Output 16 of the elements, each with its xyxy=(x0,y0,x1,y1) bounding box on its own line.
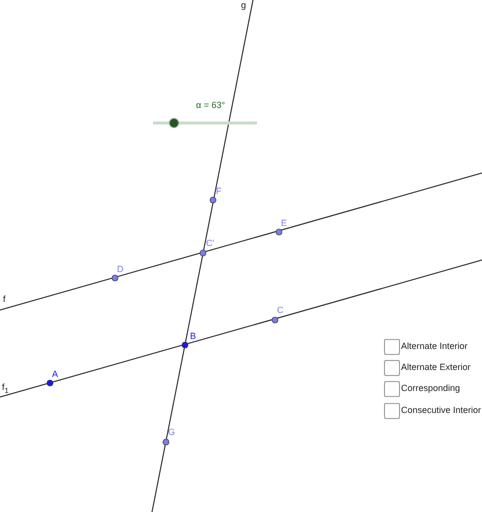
checkbox-label: Corresponding xyxy=(401,383,460,394)
point-label: G xyxy=(168,427,176,438)
point-label: C' xyxy=(206,238,214,249)
point-label: C xyxy=(277,305,284,316)
point-label: E xyxy=(281,218,288,229)
point-label: B xyxy=(190,331,196,342)
point-label: A xyxy=(52,369,58,380)
line-label: g xyxy=(241,0,246,11)
checkbox-label: Alternate Exterior xyxy=(401,362,471,373)
line-label: f$_{1}$ xyxy=(2,382,9,396)
point-label: D xyxy=(117,264,124,275)
checkbox-label: Alternate Interior xyxy=(401,341,468,352)
checkbox-label: Consecutive Interior xyxy=(401,405,482,416)
point-label: F xyxy=(216,186,222,197)
line-label: f xyxy=(3,294,6,305)
slider-value: α = 63° xyxy=(196,100,226,111)
